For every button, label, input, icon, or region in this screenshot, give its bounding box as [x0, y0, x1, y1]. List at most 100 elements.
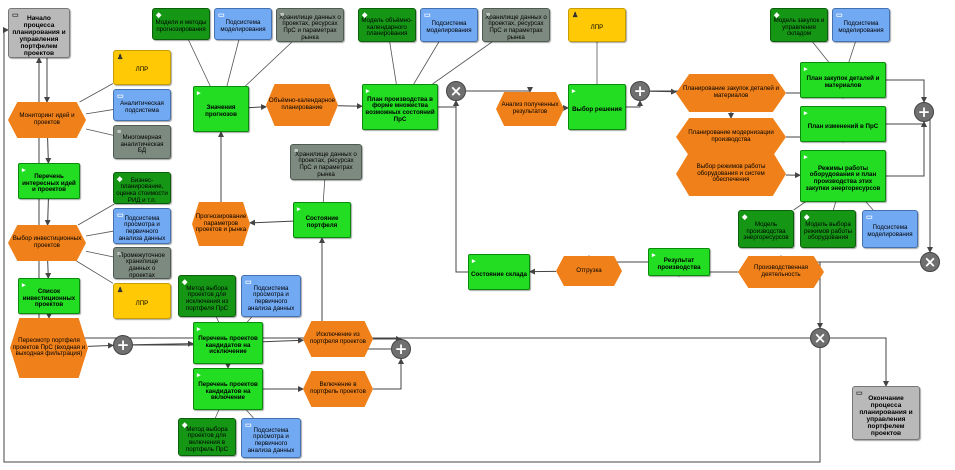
- xor-gate[interactable]: ×: [446, 81, 466, 101]
- func-f-prod-result[interactable]: ▸Результат производства: [648, 248, 710, 276]
- node-label: Перечень интересных идей и проектов: [22, 172, 76, 194]
- node-label: Подсистема моделирования: [426, 20, 472, 34]
- event-e-plan-purchase[interactable]: Планирование закупок деталей и материало…: [676, 74, 786, 112]
- db-db-interim[interactable]: ≡Промежуточное хранилище данных о проект…: [113, 247, 171, 279]
- sys-sys-model4[interactable]: ▭Подсистема моделирования: [862, 210, 918, 248]
- flow-connector: [927, 111, 934, 253]
- model-icon: ◆: [804, 214, 810, 221]
- model-icon: ◆: [742, 214, 748, 221]
- event-e-choose-inv[interactable]: Выбор инвестиционных проектов: [8, 225, 86, 261]
- and-gate[interactable]: +: [391, 339, 411, 359]
- node-label: ЛПР: [590, 23, 604, 31]
- node-label: Мониторинг идей и проектов: [19, 112, 75, 126]
- db-db-store2[interactable]: ≡Хранилище данных о проектах, ресурсах П…: [482, 8, 550, 42]
- resource-link: [216, 316, 219, 323]
- event-e-plan-modern[interactable]: Планирование модернизации производства: [676, 118, 786, 156]
- sys-sys-view1[interactable]: ▭Подсистема просмотра и первичного анали…: [113, 208, 171, 244]
- event-e-include[interactable]: Включение в портфель проектов: [303, 371, 373, 407]
- func-f-inv-list[interactable]: ▸Список инвестиционных проектов: [18, 278, 80, 314]
- flow-connector: [248, 104, 267, 111]
- resource-link: [832, 201, 837, 211]
- model-m-forecast-models[interactable]: ◆Модели и методы прогнозирования: [152, 8, 210, 40]
- node-label: Исключение из портфеля проектов: [310, 331, 366, 345]
- event-e-shipment[interactable]: Отгрузка: [556, 256, 622, 286]
- event-e-mode-select[interactable]: Выбор режимов работы оборудования и сист…: [676, 152, 786, 196]
- resource-link: [389, 41, 397, 85]
- func-f-warehouse[interactable]: ▸Состояние склада: [468, 254, 530, 290]
- node-label: ЛПР: [135, 66, 149, 74]
- func-f-forecast-vals[interactable]: ▸Значения прогнозов: [193, 86, 249, 132]
- node-label: Перечень проектов кандидатов на включени…: [198, 380, 258, 402]
- system-icon: ▭: [218, 12, 225, 19]
- func-f-portfolio-state[interactable]: ▸Состояние портфеля: [293, 202, 351, 238]
- resource-link: [85, 128, 114, 136]
- event-e-exclude[interactable]: Исключение из портфеля проектов: [303, 321, 373, 357]
- sys-sys-view2[interactable]: ▭Подсистема просмотра и первичного анали…: [241, 275, 301, 317]
- node-label: Окончание процесса планирования и управл…: [859, 394, 913, 438]
- node-label: Отгрузка: [576, 266, 602, 274]
- node-label: Бизнес-планирование, оценка стоимости РИ…: [116, 176, 168, 204]
- func-f-incl-cand[interactable]: ▸Перечень проектов кандидатов на включен…: [193, 368, 263, 410]
- function-icon: ▸: [804, 154, 808, 161]
- func-f-excl-cand[interactable]: ▸Перечень проектов кандидатов на исключе…: [193, 322, 263, 364]
- model-m-incl-method[interactable]: ◆Метод выбора проектов для включения в п…: [178, 418, 236, 456]
- func-f-plan-set[interactable]: ▸План производства в форме множества воз…: [362, 84, 438, 130]
- database-icon: ≡: [486, 12, 491, 19]
- database-icon: ≡: [117, 129, 122, 136]
- database-icon: ≡: [280, 12, 285, 19]
- function-icon: ▸: [197, 372, 201, 379]
- event-e-volcal[interactable]: Объёмно-календарное планирование: [266, 84, 338, 126]
- event-e-production[interactable]: Производственная деятельность: [738, 256, 824, 288]
- node-label: Модель выбора режимов работы оборудовани…: [803, 220, 853, 242]
- db-db-multidim[interactable]: ≡Многомерная аналитическая БД: [113, 125, 171, 159]
- sys-sys-view3[interactable]: ▭Подсистема просмотра и первичного анали…: [241, 418, 301, 458]
- func-f-purchase-plan[interactable]: ▸План закупок деталей и материалов: [800, 62, 886, 98]
- resource-link: [432, 41, 493, 85]
- node-label: Пересмотр портфеля проектов ПрС (входная…: [12, 336, 86, 358]
- node-label: Список инвестиционных проектов: [22, 287, 76, 309]
- and-gate[interactable]: +: [630, 81, 650, 101]
- model-icon: ◆: [182, 279, 188, 286]
- node-label: Подсистема просмотра и первичного анализ…: [118, 214, 166, 242]
- and-gate[interactable]: +: [113, 335, 133, 355]
- xor-gate[interactable]: ×: [920, 252, 940, 272]
- model-icon: ◆: [362, 12, 368, 19]
- sys-sys-model1[interactable]: ▭Подсистема моделирования: [214, 8, 272, 40]
- term-end[interactable]: ▭Окончание процесса планирования и управ…: [852, 386, 920, 440]
- model-m-modes[interactable]: ◆Модель выбора режимов работы оборудован…: [800, 210, 856, 248]
- sys-sys-model2[interactable]: ▭Подсистема моделирования: [420, 8, 478, 42]
- term-start[interactable]: ▭Начало процесса планирования и управлен…: [8, 8, 70, 58]
- role-lpr1[interactable]: ♟ЛПР: [113, 50, 171, 85]
- node-label: Модель закупок и управления складом: [773, 16, 825, 38]
- model-m-energy[interactable]: ◆Модель производства энергоресурсов: [738, 210, 794, 248]
- db-db-store3[interactable]: ≡Хранилище данных о проектах, ресурсах П…: [290, 144, 362, 180]
- resource-link: [188, 39, 211, 87]
- func-f-modes[interactable]: ▸Режимы работы оборудования и план произ…: [800, 150, 886, 202]
- model-m-bizplan[interactable]: ◆Бизнес-планирование, оценка стоимости Р…: [113, 172, 171, 204]
- flow-connector: [830, 337, 889, 387]
- flow-connector: [87, 342, 114, 349]
- db-db-store1[interactable]: ≡Хранилище данных о проектах, ресурсах П…: [276, 8, 344, 42]
- event-e-review[interactable]: Пересмотр портфеля проектов ПрС (входная…: [10, 318, 88, 378]
- func-f-ideas[interactable]: ▸Перечень интересных идей и проектов: [18, 163, 80, 199]
- event-e-forecast-params[interactable]: Прогнозирование параметров проектов и ры…: [192, 202, 250, 246]
- event-e-analysis[interactable]: Анализ полученных результатов: [496, 92, 564, 126]
- event-e-monitor[interactable]: Мониторинг идей и проектов: [8, 102, 86, 138]
- role-lpr2[interactable]: ♟ЛПР: [113, 283, 171, 319]
- sys-sys-analytic[interactable]: ▭Аналитическая подсистема: [113, 89, 171, 121]
- resource-link: [848, 41, 856, 63]
- model-m-volcal[interactable]: ◆Модель объёмно-календарного планировани…: [358, 8, 416, 42]
- model-m-purchase[interactable]: ◆Модель закупок и управления складом: [770, 8, 828, 42]
- model-m-excl-method[interactable]: ◆Метод выбора проектов для исключения из…: [178, 275, 236, 317]
- func-f-decision[interactable]: ▸Выбор решения: [568, 84, 626, 130]
- node-label: Выбор решения: [572, 105, 622, 113]
- loop-back-connector: [3, 27, 821, 463]
- sys-sys-model3[interactable]: ▭Подсистема моделирования: [832, 8, 890, 42]
- and-gate[interactable]: +: [914, 102, 934, 122]
- node-label: Многомерная аналитическая БД: [120, 133, 164, 155]
- func-f-change-plan[interactable]: ▸План изменений в ПрС: [800, 106, 886, 142]
- xor-gate[interactable]: ×: [810, 328, 830, 348]
- resource-link: [245, 41, 293, 87]
- role-lpr3[interactable]: ♟ЛПР: [568, 8, 626, 42]
- function-icon: ▸: [804, 110, 808, 117]
